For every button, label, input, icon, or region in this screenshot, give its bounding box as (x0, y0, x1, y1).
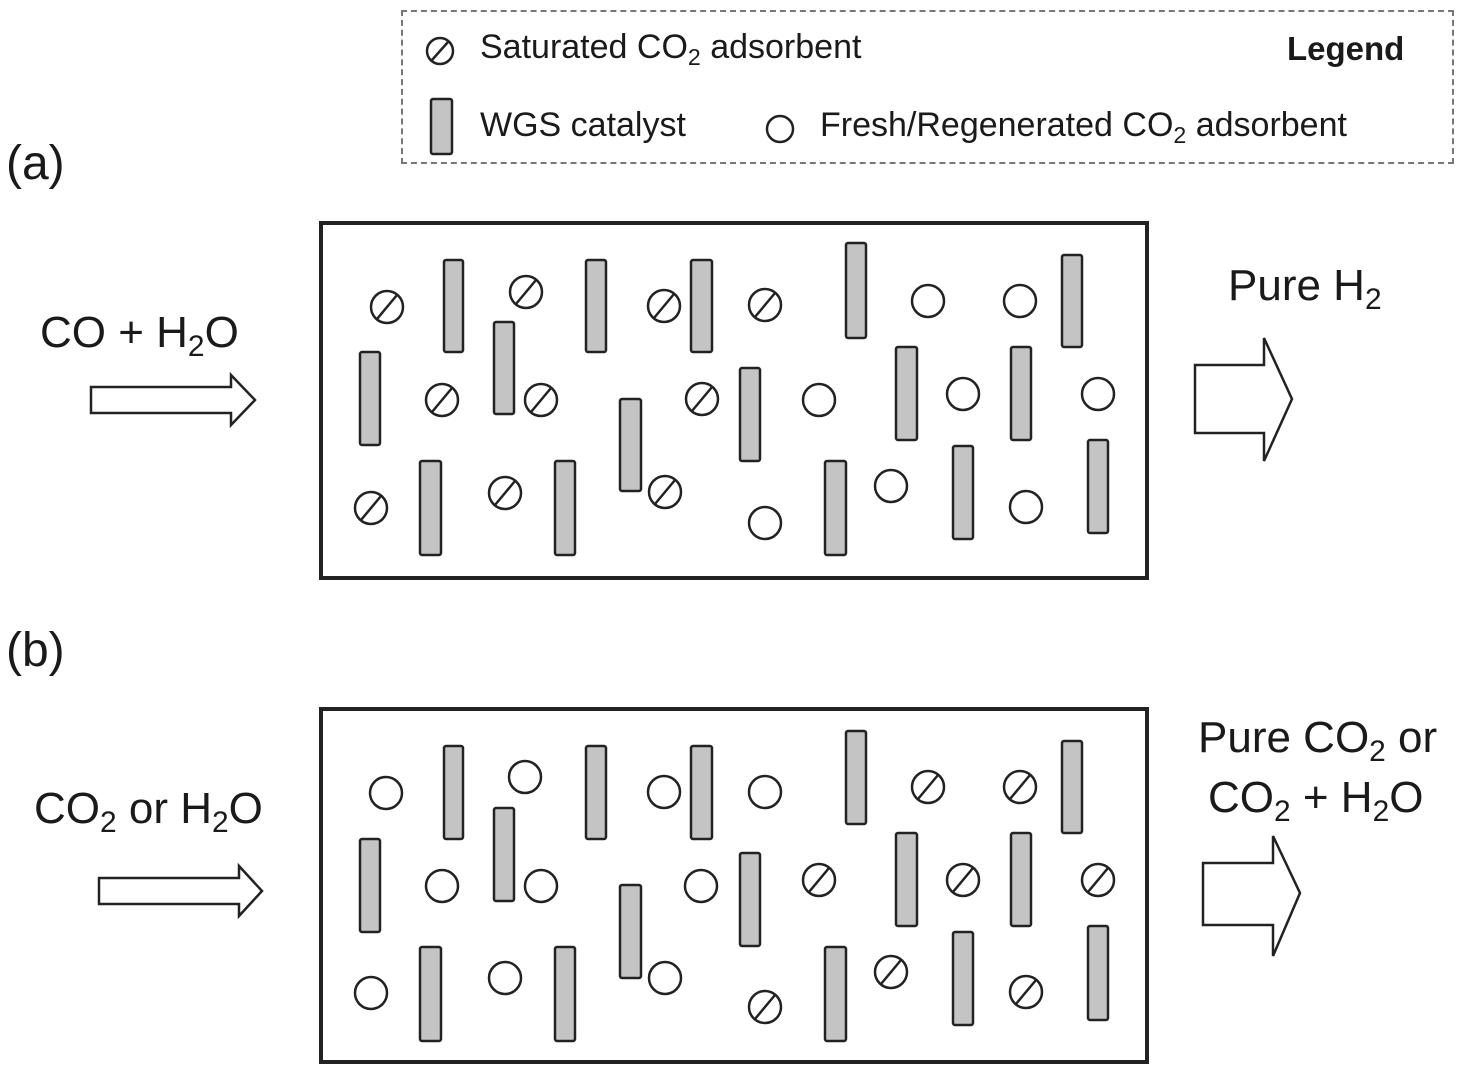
saturated-adsorbent-b (1008, 974, 1044, 1010)
panel-label-a: (a) (6, 137, 65, 190)
panel-label-b: (b) (6, 624, 65, 677)
wgs-catalyst-rod-a (689, 258, 714, 354)
outlet-label-b-line2: CO2 + H2O (1208, 773, 1424, 828)
wgs-catalyst-rod-a (1060, 253, 1084, 349)
fresh-adsorbent-a (747, 505, 783, 541)
saturated-adsorbent-a (523, 382, 559, 418)
wgs-catalyst-rod-b (738, 851, 762, 948)
inlet-label-b: CO2 or H2O (34, 784, 263, 839)
fresh-adsorbent-b (646, 774, 682, 810)
saturated-adsorbent-b (747, 989, 783, 1025)
saturated-adsorbent-b (945, 862, 981, 898)
saturated-adsorbent-b (1080, 862, 1116, 898)
legend-label-catalyst: WGS catalyst (480, 106, 686, 144)
wgs-catalyst-rod-a (894, 345, 919, 442)
fresh-adsorbent-b (424, 868, 460, 904)
legend-catalyst-icon (429, 97, 454, 156)
outlet-label-b-line1: Pure CO2 or (1198, 713, 1438, 768)
saturated-adsorbent-a (508, 274, 544, 310)
legend-saturated-icon (425, 36, 455, 66)
fresh-adsorbent-b (647, 960, 683, 996)
legend-label-fresh: Fresh/Regenerated CO2 adsorbent (820, 106, 1347, 148)
fresh-adsorbent-a (1080, 376, 1116, 412)
wgs-catalyst-rod-b (1060, 739, 1084, 835)
wgs-catalyst-rod-a (418, 459, 443, 557)
legend-box (401, 10, 1454, 164)
wgs-catalyst-rod-a (358, 350, 382, 447)
fresh-adsorbent-b (523, 868, 559, 904)
saturated-adsorbent-b (910, 769, 946, 805)
fresh-adsorbent-a (1008, 489, 1044, 525)
reactor-bed-b (319, 707, 1149, 1064)
saturated-adsorbent-b (873, 954, 909, 990)
wgs-catalyst-rod-a (618, 397, 643, 493)
fresh-adsorbent-a (945, 376, 981, 412)
wgs-catalyst-rod-b (1009, 831, 1033, 928)
fresh-adsorbent-b (683, 868, 719, 904)
wgs-catalyst-rod-a (492, 320, 516, 416)
fresh-adsorbent-b (487, 960, 523, 996)
outlet-label-a: Pure H2 (1228, 261, 1382, 316)
wgs-catalyst-rod-b (553, 945, 577, 1043)
wgs-catalyst-rod-a (1086, 438, 1110, 535)
wgs-catalyst-rod-a (584, 258, 608, 354)
saturated-adsorbent-a (747, 287, 783, 323)
fresh-adsorbent-b (747, 774, 783, 810)
wgs-catalyst-rod-b (823, 945, 848, 1043)
fresh-adsorbent-a (873, 468, 909, 504)
outlet-arrow-a (1193, 337, 1294, 462)
wgs-catalyst-rod-b (1086, 924, 1110, 1022)
saturated-adsorbent-b (801, 862, 837, 898)
wgs-catalyst-rod-a (553, 459, 577, 557)
saturated-adsorbent-a (646, 288, 682, 324)
wgs-catalyst-rod-b (418, 945, 443, 1043)
wgs-catalyst-rod-a (1009, 345, 1033, 442)
inlet-label-a: CO + H2O (40, 308, 239, 363)
fresh-adsorbent-b (353, 975, 389, 1011)
wgs-catalyst-rod-b (584, 744, 608, 841)
wgs-catalyst-rod-a (738, 366, 762, 463)
fresh-adsorbent-a (801, 382, 837, 418)
fresh-adsorbent-b (368, 775, 404, 811)
saturated-adsorbent-a (684, 381, 720, 417)
saturated-adsorbent-a (353, 490, 389, 526)
wgs-catalyst-rod-b (442, 744, 465, 841)
legend-label-saturated: Saturated CO2 adsorbent (480, 28, 862, 70)
saturated-adsorbent-a (424, 382, 460, 418)
saturated-adsorbent-a (647, 474, 683, 510)
wgs-catalyst-rod-a (844, 241, 868, 340)
wgs-catalyst-rod-b (358, 837, 382, 934)
wgs-catalyst-rod-b (894, 831, 919, 928)
saturated-adsorbent-b (1002, 769, 1038, 805)
saturated-adsorbent-a (369, 289, 405, 325)
wgs-catalyst-rod-b (689, 744, 714, 841)
reactor-bed-a (319, 221, 1149, 580)
legend-title: Legend (1287, 30, 1405, 67)
wgs-catalyst-rod-b (844, 729, 868, 826)
fresh-adsorbent-b (507, 759, 543, 795)
inlet-arrow-a (89, 371, 257, 429)
wgs-catalyst-rod-b (951, 930, 975, 1027)
wgs-catalyst-rod-a (951, 444, 975, 541)
wgs-catalyst-rod-a (442, 258, 465, 354)
fresh-adsorbent-a (1002, 283, 1038, 319)
outlet-arrow-b (1201, 835, 1302, 957)
legend-fresh-icon (765, 114, 795, 144)
inlet-arrow-b (97, 862, 264, 920)
wgs-catalyst-rod-b (618, 883, 643, 980)
wgs-catalyst-rod-b (492, 806, 516, 903)
saturated-adsorbent-a (487, 475, 523, 511)
fresh-adsorbent-a (910, 283, 946, 319)
wgs-catalyst-rod-a (823, 459, 848, 557)
